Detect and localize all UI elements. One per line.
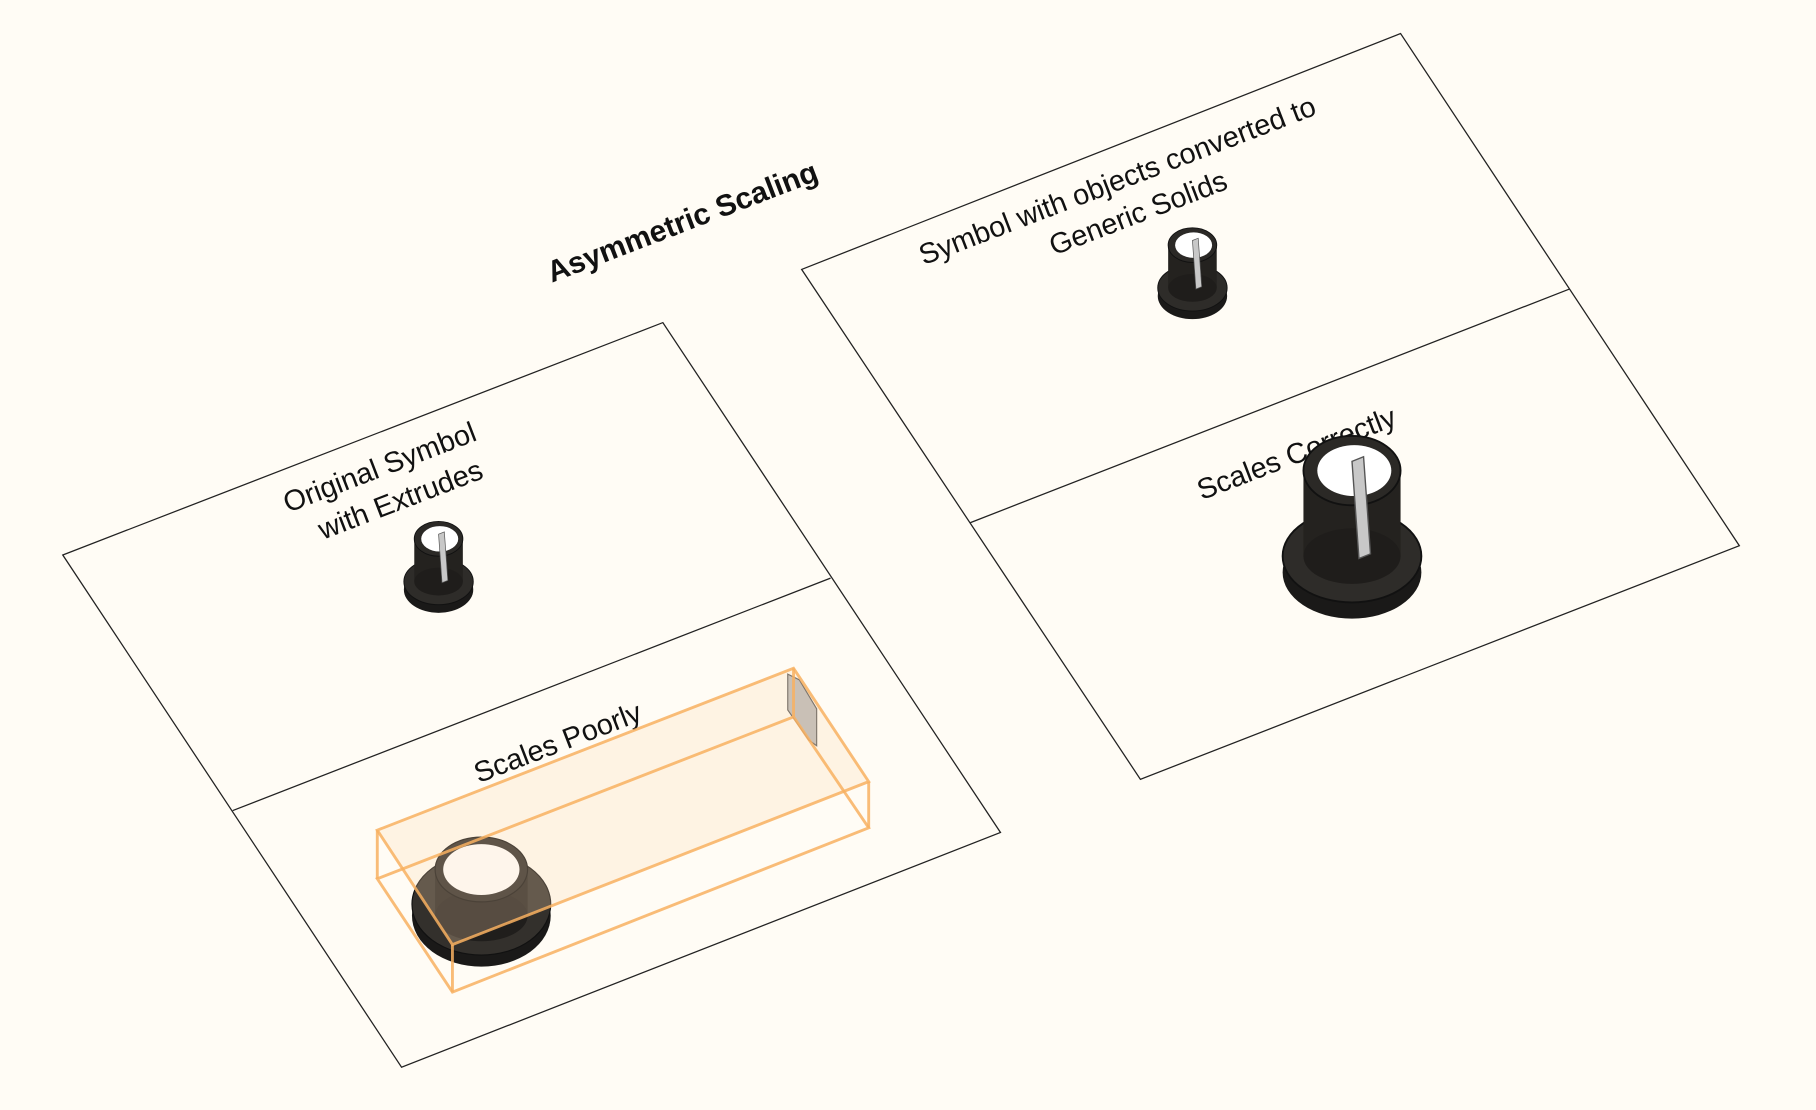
original-knob-extrudes [403, 520, 474, 614]
left-panel-outline [61, 321, 1002, 1068]
right-original-label-1: Symbol with objects converted to [915, 91, 1321, 272]
right-panel: Symbol with objects converted to Generic… [800, 32, 1741, 781]
left-panel: Original Symbol with Extrudes Scales Poo… [61, 321, 1002, 1068]
right-panel-outline [800, 32, 1741, 781]
left-panel-divider [232, 577, 831, 812]
original-knob-generic-solids [1157, 227, 1228, 320]
diagram-title: Asymmetric Scaling [543, 156, 823, 290]
selection-bounding-box [375, 666, 871, 994]
right-panel-divider [970, 288, 1570, 524]
